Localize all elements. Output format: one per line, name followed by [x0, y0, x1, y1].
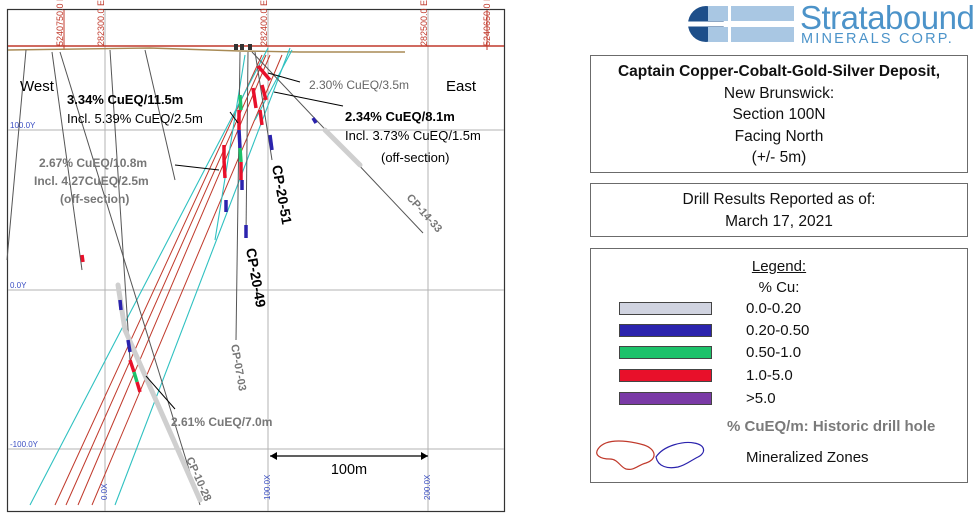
bottom-label-200: 200.0X	[423, 474, 432, 500]
cross-section-diagram: 5240750.0 N 282300.0 E 282400.0 E 282500…	[6, 0, 506, 513]
grid-lines	[8, 10, 504, 511]
legend-label-1: 0.20-0.50	[746, 322, 810, 339]
intercept-b-main: 2.34% CuEQ/8.1m	[345, 109, 455, 124]
elevation-label-minus100: -100.0Y	[10, 440, 39, 449]
direction-east: East	[446, 78, 477, 95]
legend-label-0: 0.0-0.20	[746, 300, 802, 317]
tolerance-line: (+/- 5m)	[751, 149, 807, 166]
mineralized-zones-icon	[596, 440, 705, 470]
top-coordinate-labels: 5240750.0 N 282300.0 E 282400.0 E 282500…	[55, 0, 492, 46]
intercept-b-note: (off-section)	[381, 150, 449, 165]
legend-historic-note: % CuEQ/m: Historic drill hole	[727, 418, 936, 435]
legend-box: Legend: % Cu: 0.0-0.20 0.20-0.50 0.50-1.…	[590, 248, 968, 483]
section-line: Section 100N	[732, 106, 826, 123]
legend-swatch-1	[619, 324, 712, 337]
intercept-labels: 3.34% CuEQ/11.5m Incl. 5.39% CuEQ/2.5m 2…	[34, 78, 481, 429]
intercept-c: 2.30% CuEQ/3.5m	[309, 78, 409, 92]
easting-label-2: 282400.0 E	[259, 0, 269, 46]
intercept-e: 2.61% CuEQ/7.0m	[171, 415, 272, 429]
company-logo: Stratabound MINERALS CORP.	[684, 0, 975, 47]
drill-hole-traces	[6, 49, 424, 506]
northing-label-left: 5240750.0 N	[55, 0, 65, 46]
bottom-label-0: 0.0X	[100, 483, 109, 500]
intercept-d-main: 2.67% CuEQ/10.8m	[39, 156, 147, 170]
legend-heading: Legend:	[751, 258, 807, 275]
legend-swatch-2	[619, 346, 712, 359]
intercept-b-incl: Incl. 3.73% CuEQ/1.5m	[345, 128, 481, 143]
elevation-label-100: 100.0Y	[10, 121, 36, 130]
intercept-d-note: (off-section)	[60, 192, 129, 206]
facing-line: Facing North	[734, 127, 824, 145]
northing-label-right: 5240650.0 N	[482, 0, 492, 46]
results-date-box: Drill Results Reported as of: March 17, …	[590, 183, 968, 237]
legend-swatch-0	[619, 302, 712, 315]
intercept-a-main: 3.34% CuEQ/11.5m	[67, 92, 183, 107]
location-line: New Brunswick:	[723, 84, 835, 102]
legend-label-3: 1.0-5.0	[746, 367, 793, 384]
legend-label-2: 0.50-1.0	[746, 344, 802, 361]
legend-subheading: % Cu:	[758, 279, 800, 296]
legend-swatch-4	[619, 392, 712, 405]
assay-intervals	[80, 64, 318, 393]
logo-brand-text: Stratabound	[800, 0, 975, 36]
intercept-a-incl: Incl. 5.39% CuEQ/2.5m	[67, 111, 203, 126]
scale-bar: 100m	[270, 452, 428, 478]
bottom-coordinate-labels: 0.0X 100.0X 200.0X	[100, 474, 432, 500]
intercept-d-incl: Incl. 4.27CuEQ/2.5m	[34, 174, 149, 188]
overburden-line	[7, 47, 405, 53]
leader-lines	[145, 72, 344, 410]
legend-zones-label: Mineralized Zones	[746, 449, 869, 466]
results-heading: Drill Results Reported as of:	[682, 191, 876, 208]
logo-sub-text: MINERALS CORP.	[801, 31, 955, 47]
elevation-label-0: 0.0Y	[10, 281, 27, 290]
bottom-label-100: 100.0X	[263, 474, 272, 500]
legend-swatch-3	[619, 369, 712, 382]
scale-bar-label: 100m	[331, 462, 367, 478]
collar-markers	[234, 44, 252, 50]
easting-label-1: 282300.0 E	[96, 0, 106, 46]
elevation-labels: 100.0Y 0.0Y -100.0Y	[10, 121, 39, 449]
results-date: March 17, 2021	[725, 212, 833, 230]
deposit-title: Captain Copper-Cobalt-Gold-Silver Deposi…	[617, 63, 941, 80]
direction-west: West	[20, 78, 55, 95]
logo-mark-icon	[688, 6, 798, 42]
easting-label-3: 282500.0 E	[419, 0, 429, 46]
title-box: Captain Copper-Cobalt-Gold-Silver Deposi…	[590, 55, 968, 173]
legend-label-4: >5.0	[746, 390, 776, 407]
